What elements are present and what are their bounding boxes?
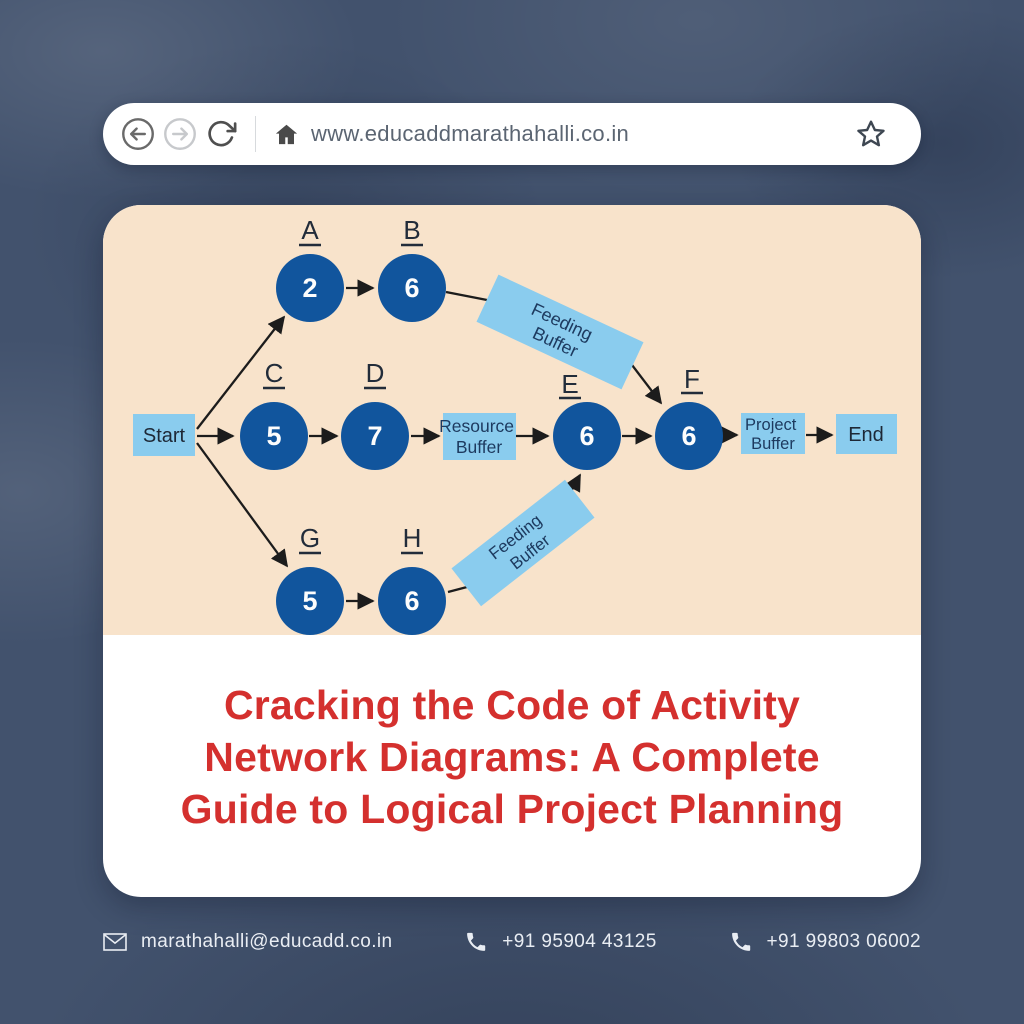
email-text: marathahalli@educadd.co.in <box>141 931 393 952</box>
contact-footer: marathahalli@educadd.co.in +91 95904 431… <box>103 930 921 954</box>
end-node: End <box>836 414 897 454</box>
svg-text:Resource Buffer: Resource Buffer <box>439 416 519 457</box>
phone-item-2: +91 99803 06002 <box>729 930 921 954</box>
activity-nodes: 2 A 6 B 5 C 7 <box>240 215 723 635</box>
home-icon[interactable] <box>274 122 299 147</box>
refresh-icon[interactable] <box>205 118 237 150</box>
project-buffer: Project Buffer <box>741 413 805 454</box>
node-f: 6 F <box>655 364 723 470</box>
node-a-duration: 2 <box>302 273 317 303</box>
forward-icon[interactable] <box>163 117 197 151</box>
node-c: 5 C <box>240 358 308 470</box>
node-c-duration: 5 <box>266 421 281 451</box>
project-buffer-line2: Buffer <box>751 435 795 453</box>
project-buffer-line1: Project <box>745 416 797 434</box>
node-a: 2 A <box>276 215 344 322</box>
arrow-start-to-a <box>196 315 286 430</box>
node-g-letter: G <box>300 523 320 553</box>
svg-text:Project Buffer: Project Buffer <box>745 416 801 453</box>
connector-h-to-feeding-buffer <box>447 585 468 594</box>
end-label: End <box>848 424 884 446</box>
node-b: 6 B <box>378 215 446 322</box>
feeding-buffer-bottom: Feeding Buffer <box>451 479 595 607</box>
node-h-letter: H <box>403 523 422 553</box>
feeding-buffer-top: Feeding Buffer <box>476 274 644 390</box>
node-g-duration: 5 <box>302 586 317 616</box>
arrow-start-to-g <box>196 442 289 568</box>
phone-icon <box>729 930 753 954</box>
node-g: 5 G <box>276 523 344 635</box>
url-text[interactable]: www.educaddmarathahalli.co.in <box>311 121 630 146</box>
phone-text-2: +91 99803 06002 <box>766 931 921 952</box>
envelope-icon <box>103 930 127 954</box>
node-f-duration: 6 <box>681 421 696 451</box>
node-e-letter: E <box>561 369 578 399</box>
start-label: Start <box>143 425 186 447</box>
connector-b-to-feeding-buffer <box>445 290 488 302</box>
phone-text-1: +91 95904 43125 <box>502 931 657 952</box>
node-d-letter: D <box>366 358 385 388</box>
node-d-duration: 7 <box>367 421 382 451</box>
node-a-letter: A <box>301 215 319 245</box>
browser-address-bar: www.educaddmarathahalli.co.in <box>103 103 921 165</box>
content-card: Start Resource Buffer Project Buffer End <box>103 205 921 897</box>
back-icon[interactable] <box>121 117 155 151</box>
node-c-letter: C <box>265 358 284 388</box>
node-b-letter: B <box>403 215 420 245</box>
node-e-duration: 6 <box>579 421 594 451</box>
node-f-letter: F <box>684 364 700 394</box>
activity-network-diagram: Start Resource Buffer Project Buffer End <box>103 205 921 635</box>
arrow-feeding-buffer-to-f <box>631 364 663 405</box>
node-h-duration: 6 <box>404 586 419 616</box>
title-line-1: Cracking the Code of Activity <box>223 682 801 728</box>
node-d: 7 D <box>341 358 409 470</box>
start-node: Start <box>133 414 195 456</box>
node-e: 6 E <box>553 369 621 470</box>
resource-buffer-line1: Resource <box>439 416 514 436</box>
poster-title: Cracking the Code of Activity Network Di… <box>103 635 921 835</box>
title-line-2: Network Diagrams: A Complete <box>204 734 820 780</box>
node-b-duration: 6 <box>404 273 419 303</box>
resource-buffer: Resource Buffer <box>439 413 519 460</box>
title-line-3: Guide to Logical Project Planning <box>180 786 844 832</box>
phone-icon <box>464 930 488 954</box>
star-icon[interactable] <box>855 118 887 150</box>
bar-divider <box>255 116 256 152</box>
node-h: 6 H <box>378 523 446 635</box>
diagram-arrows <box>196 279 834 610</box>
phone-item-1: +91 95904 43125 <box>464 930 656 954</box>
email-item: marathahalli@educadd.co.in <box>103 930 393 954</box>
resource-buffer-line2: Buffer <box>456 437 503 457</box>
